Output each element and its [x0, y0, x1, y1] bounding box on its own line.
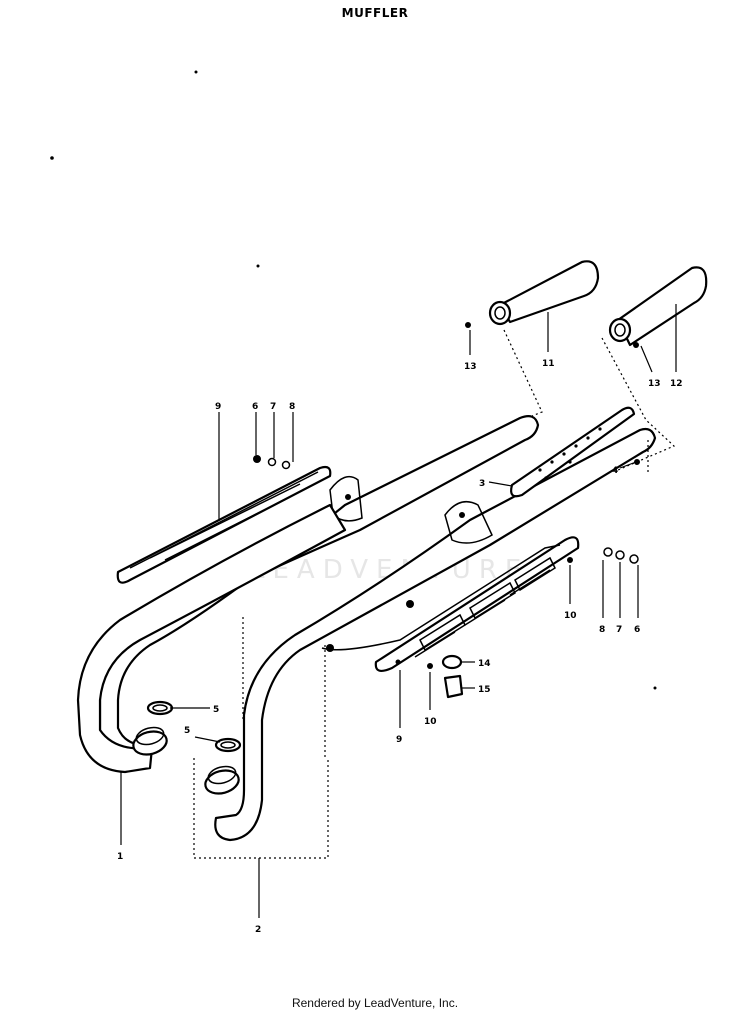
- callout-10-right: 10: [564, 611, 577, 621]
- callout-6-right: 6: [634, 625, 640, 635]
- nut-15: [443, 674, 464, 699]
- bolt-10-right: [567, 557, 573, 563]
- pipe-flange-right: [204, 769, 240, 795]
- callout-2: 2: [255, 925, 261, 935]
- heat-shield-left: [116, 465, 332, 584]
- callout-12: 12: [670, 379, 683, 389]
- gasket-right: [214, 737, 242, 753]
- exhaust-pipe-right: [214, 427, 657, 842]
- grommet-14: [441, 654, 463, 670]
- callout-8-right: 8: [599, 625, 605, 635]
- screw-13-right: [633, 342, 639, 348]
- bolt-set-left: [253, 455, 291, 470]
- callout-15: 15: [478, 685, 491, 695]
- heat-shield-right: [374, 536, 580, 673]
- callout-9-right: 9: [396, 735, 402, 745]
- callout-3: 3: [479, 479, 485, 489]
- screw-13-left: [465, 322, 471, 328]
- callout-13-right: 13: [648, 379, 661, 389]
- pipe-flange-left: [132, 730, 168, 756]
- silencer-left: [488, 260, 600, 326]
- bolt-set-right: [603, 547, 639, 564]
- gasket-left: [146, 700, 174, 716]
- exhaust-pipe-left-outer: [76, 503, 347, 774]
- bolt-10-lower: [427, 663, 433, 669]
- callout-4: 4: [612, 466, 618, 476]
- callout-14: 14: [478, 659, 491, 669]
- baffle-tube: [510, 406, 636, 498]
- callout-10-lower: 10: [424, 717, 437, 727]
- footer-credit: Rendered by LeadVenture, Inc.: [291, 996, 459, 1010]
- callout-7-left: 7: [270, 402, 276, 412]
- silencer-right: [608, 266, 708, 347]
- callout-1: 1: [117, 852, 123, 862]
- callout-11: 11: [542, 359, 555, 369]
- callout-7-right: 7: [616, 625, 622, 635]
- callout-6-left: 6: [252, 402, 258, 412]
- callout-13-left: 13: [464, 362, 477, 372]
- callout-8-left: 8: [289, 402, 295, 412]
- callout-5-lower: 5: [184, 726, 190, 736]
- callout-5-upper: 5: [213, 705, 219, 715]
- callout-9-left: 9: [215, 402, 221, 412]
- diagram-title: MUFFLER: [341, 6, 409, 20]
